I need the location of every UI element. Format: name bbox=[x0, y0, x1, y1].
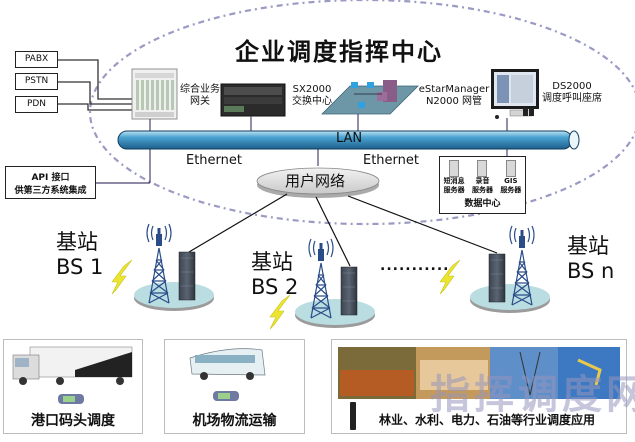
data-center-box: 短消息 服务器 录音 服务器 GIS 服务器 数据中心 bbox=[439, 156, 526, 214]
switch-label-line1: SX2000 bbox=[292, 84, 332, 95]
nms-label-line2: N2000 网管 bbox=[425, 96, 483, 107]
gis-server-line2: 服务器 bbox=[500, 186, 522, 194]
bsn-label-cn: 基站 bbox=[567, 234, 609, 258]
panel-industry-dispatch: 指挥调度网 林业、水利、电力、石油等行业调度应用 bbox=[331, 339, 635, 434]
gateway-label-line2: 网关 bbox=[190, 96, 210, 107]
server-icon bbox=[449, 160, 460, 177]
gateway-label: 综合业务 网关 bbox=[178, 84, 222, 108]
console-label: DS2000 调度呼叫座席 bbox=[537, 81, 607, 105]
panel-airport-caption: 机场物流运输 bbox=[192, 413, 277, 429]
ethernet-label-left: Ethernet bbox=[186, 153, 242, 168]
ethernet-label-right: Ethernet bbox=[363, 153, 419, 168]
bsn-label-en: BS n bbox=[567, 259, 615, 283]
gis-server-line1: GIS bbox=[504, 177, 518, 185]
server-icon bbox=[477, 160, 488, 177]
watermark: 指挥调度网 bbox=[430, 372, 635, 418]
api-interface-box: API 接口 供第三方系统集成 bbox=[5, 166, 96, 199]
industry-photos bbox=[338, 347, 620, 430]
gis-server: GIS 服务器 bbox=[500, 160, 521, 195]
recording-server-line2: 服务器 bbox=[471, 186, 493, 194]
switch-label: SX2000 交换中心 bbox=[287, 84, 337, 108]
pdn-box: PDN bbox=[15, 96, 58, 113]
sms-server-line1: 短消息 bbox=[443, 177, 465, 185]
panel-port-dispatch: 港口码头调度 bbox=[3, 339, 143, 434]
pstn-box: PSTN bbox=[15, 73, 58, 90]
base-station-n bbox=[439, 225, 550, 313]
bus-image bbox=[189, 348, 266, 380]
data-center-title: 数据中心 bbox=[464, 199, 501, 209]
gateway-label-line1: 综合业务 bbox=[180, 84, 220, 95]
recording-server: 录音 服务器 bbox=[472, 160, 493, 195]
lan-pipe bbox=[117, 130, 580, 150]
sms-server: 短消息 服务器 bbox=[444, 160, 465, 195]
diagram-title: 企业调度指挥中心 bbox=[235, 38, 443, 66]
nms-label-line1: eStarManager bbox=[418, 84, 490, 95]
base-station-1 bbox=[111, 223, 214, 311]
sms-server-line2: 服务器 bbox=[443, 186, 465, 194]
nms-label: eStarManager N2000 网管 bbox=[418, 84, 490, 108]
api-box-line2: 供第三方系统集成 bbox=[14, 186, 87, 196]
external-links bbox=[58, 59, 132, 111]
user-network-disc bbox=[256, 167, 380, 198]
bs2-label-cn: 基站 bbox=[251, 250, 293, 274]
switch-label-line2: 交换中心 bbox=[292, 96, 332, 107]
bs1-label: 基站 BS 1 bbox=[56, 230, 103, 280]
bsn-label: 基站 BS n bbox=[567, 234, 614, 284]
panel-industry-caption: 林业、水利、电力、石油等行业调度应用 bbox=[378, 413, 595, 427]
base-station-2 bbox=[269, 238, 375, 330]
bs2-label: 基站 BS 2 bbox=[251, 250, 298, 300]
nms-device bbox=[321, 80, 419, 115]
panel-airport-logistics: 机场物流运输 bbox=[164, 339, 305, 434]
server-icon bbox=[505, 160, 516, 177]
bs2-label-en: BS 2 bbox=[251, 275, 299, 299]
user-network-label: 用户网络 bbox=[285, 172, 346, 190]
api-box-line1: API 接口 bbox=[31, 173, 70, 183]
gateway-device bbox=[131, 68, 178, 120]
bs1-label-cn: 基站 bbox=[56, 230, 98, 254]
lan-label: LAN bbox=[336, 131, 363, 146]
dispatch-center-boundary bbox=[88, 0, 635, 226]
console-label-line2: 调度呼叫座席 bbox=[542, 93, 602, 104]
truck-image bbox=[12, 346, 133, 385]
pabx-box: PABX bbox=[15, 51, 58, 68]
more-stations-ellipsis: ........... bbox=[380, 258, 450, 274]
switch-device bbox=[220, 83, 286, 117]
panel-port-caption: 港口码头调度 bbox=[31, 413, 115, 429]
radio-terminal-icons bbox=[58, 391, 239, 404]
console-label-line1: DS2000 bbox=[552, 81, 592, 92]
bs1-label-en: BS 1 bbox=[56, 255, 104, 279]
recording-server-line1: 录音 bbox=[475, 177, 490, 185]
console-device bbox=[491, 69, 539, 119]
